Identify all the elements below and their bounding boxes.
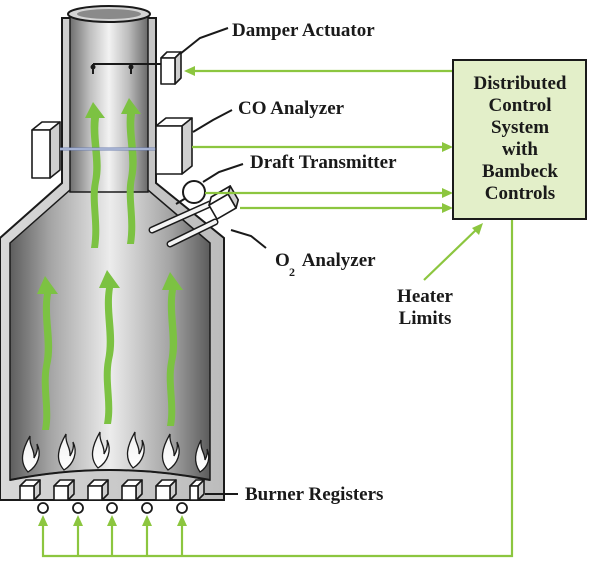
flame-icon <box>161 433 180 471</box>
damper-actuator-device <box>90 51 182 85</box>
fired-heater <box>0 5 225 501</box>
label-heater-limits-1: Heater <box>397 286 453 307</box>
burner-floor <box>9 469 211 481</box>
burner-flames <box>21 431 210 473</box>
label-o2-subscript: 2 <box>289 265 295 279</box>
label-draft-transmitter: Draft Transmitter <box>250 152 397 173</box>
burner-registers <box>19 479 205 514</box>
distributed-control-system: Distributed Control System with Bambeck … <box>452 59 587 220</box>
arrowhead-right <box>442 203 453 213</box>
control-signals <box>38 66 514 558</box>
burner-register <box>121 479 143 501</box>
upward-wavy-arrow-icon <box>121 98 141 244</box>
arrowhead-right <box>442 188 453 198</box>
upward-wavy-arrow-icon <box>162 272 183 426</box>
label-co-analyzer: CO Analyzer <box>238 98 345 119</box>
register-valve <box>141 502 153 514</box>
arrowhead-left <box>184 66 195 76</box>
label-heater-limits-2: Limits <box>399 308 452 329</box>
draft-transmitter-device <box>175 180 206 205</box>
arrowhead-right <box>442 142 453 152</box>
control-system-line-4: with <box>502 139 538 160</box>
label-damper-actuator: Damper Actuator <box>232 20 375 41</box>
label-o2-suffix: Analyzer <box>298 250 376 271</box>
register-valve <box>176 502 188 514</box>
label-o2-prefix: O <box>275 250 290 271</box>
upward-wavy-arrow-icon <box>85 102 105 248</box>
control-system-line-3: System <box>491 117 549 138</box>
control-system-line-6: Controls <box>485 183 555 204</box>
label-burner-registers: Burner Registers <box>245 484 383 505</box>
o2-analyzer-device <box>148 185 240 248</box>
burner-register <box>155 479 177 501</box>
co-analyzer-device <box>31 117 193 179</box>
control-system-line-2: Control <box>489 95 552 116</box>
upward-wavy-arrow-icon <box>37 276 58 430</box>
control-system-line-1: Distributed <box>474 73 567 94</box>
control-system-line-5: Bambeck <box>482 161 558 182</box>
flame-icon <box>126 431 145 469</box>
burner-register <box>19 479 41 501</box>
burner-register <box>87 479 109 501</box>
label-leaders <box>179 27 267 495</box>
register-valve <box>106 502 118 514</box>
register-valve <box>37 502 49 514</box>
control-system-box <box>452 59 587 220</box>
label-o2-analyzer: O 2 Analyzer <box>275 250 376 279</box>
signal-line-heater-limits <box>423 227 479 281</box>
arrowhead-diagonal <box>472 223 483 235</box>
register-valve <box>72 502 84 514</box>
flame-icon <box>91 431 110 469</box>
burner-signal-drops <box>38 515 187 556</box>
signal-line-burners <box>41 219 514 558</box>
flame-icon <box>21 435 40 473</box>
stack-opening-inner <box>77 9 141 19</box>
flame-icon <box>194 439 210 473</box>
burner-register <box>189 479 205 501</box>
burner-register <box>53 479 75 501</box>
flue-gas-flow <box>37 98 183 430</box>
flame-icon <box>57 433 76 471</box>
upward-wavy-arrow-icon <box>99 270 120 424</box>
